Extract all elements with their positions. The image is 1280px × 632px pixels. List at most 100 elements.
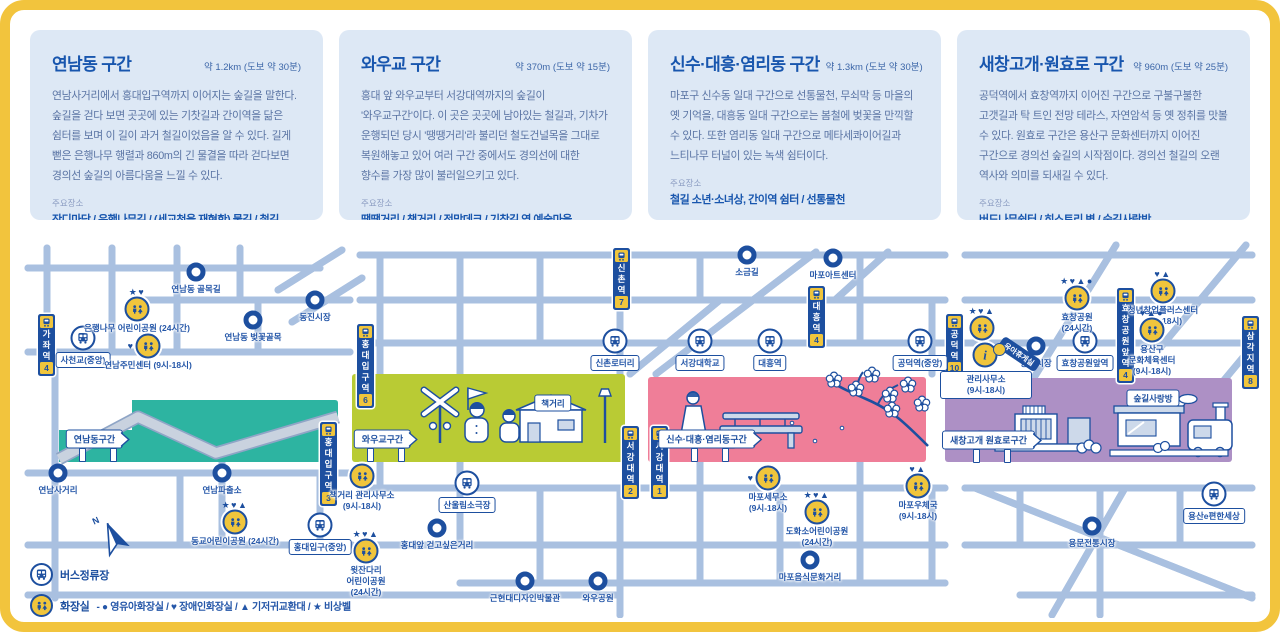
bus-stop-icon: [70, 325, 96, 351]
station-name-char: 역: [42, 351, 51, 361]
plate-label: 책거리: [534, 394, 572, 412]
facility-badges: ♥: [747, 473, 753, 483]
restroom-figures-icon: [977, 323, 988, 333]
places-list: 버드나무쉼터 / 히스토리 벽 / 숲길사랑방: [979, 213, 1151, 220]
toilet-icon: [353, 538, 379, 564]
poi-label: 마포아트센터: [809, 270, 857, 280]
section-sign-board: 새창고개 원효로구간: [941, 430, 1043, 450]
restroom-figures-icon: [230, 517, 241, 527]
places-list: 철길 소년·소녀상, 간이역 쉼터 / 선통물천: [670, 193, 845, 206]
station-name-char: 역: [626, 474, 635, 484]
station-name-char: 강: [626, 452, 635, 462]
train-icon: [1247, 320, 1254, 329]
bus-stop-label: 대흥역: [753, 355, 787, 371]
station-name-char: 공: [950, 329, 959, 339]
station-name-char: 역: [1246, 364, 1255, 374]
facility-badges: ★♥▲: [352, 529, 380, 539]
facility-badges: ♥▲: [909, 464, 927, 474]
poi-dot-icon: [48, 463, 68, 483]
section-sign-label: 와우교구간: [353, 429, 412, 449]
card-title: 새창고개·원효로 구간: [979, 55, 1124, 74]
restroom-label: 마포세무소 (9시-18시): [748, 492, 788, 514]
places-label: 주요장소: [979, 197, 1011, 208]
facility-badges: ★♥▲●: [1060, 276, 1094, 286]
poi-dot-icon: [1026, 336, 1046, 356]
sign-arrow-tip: [121, 431, 131, 447]
restroom-label: 책거리 관리사무소 (9시-18시): [329, 490, 395, 512]
exit-number: 3: [322, 492, 335, 504]
card-title: 연남동 구간: [52, 55, 132, 74]
station-name-char: 역: [617, 285, 626, 295]
card-description: 홍대 앞 와우교부터 서강대역까지의 숲길이 '와우교구간'이다. 이 곳은 곳…: [361, 90, 608, 182]
station-name-char: 입: [361, 361, 370, 371]
poi-dot-icon: [427, 518, 447, 538]
sign-legs: [367, 448, 405, 462]
bus-stop-icon: [757, 328, 783, 354]
compass-needle-icon: [106, 522, 130, 558]
bus-icon: [78, 332, 88, 344]
station-name-char: 각: [1246, 342, 1255, 352]
station-name-char: 공: [1121, 325, 1130, 335]
restroom-figures-icon: [361, 546, 372, 556]
station-name-char: 가: [42, 329, 51, 339]
sign-arrow-tip: [752, 431, 762, 447]
station-name-char: 입: [324, 459, 333, 469]
bus-icon: [610, 335, 620, 347]
legend-toilet-label: 화장실: [60, 600, 90, 613]
bus-icon: [1080, 335, 1090, 347]
toilet-icon: [1139, 317, 1165, 343]
station-name-char: 서: [626, 441, 635, 451]
train-icon: [1122, 292, 1129, 301]
plate-label: 숲길사랑방: [1126, 389, 1180, 407]
station-name-char: 홍: [361, 339, 370, 349]
card-title: 신수·대흥·염리동 구간: [670, 55, 820, 74]
station-name-char: 대: [361, 350, 370, 360]
section-sign-label: 신수·대흥·염리동구간: [658, 429, 755, 449]
exit-number: 4: [810, 334, 823, 346]
bus-stop-icon: [1072, 328, 1098, 354]
bus-icon: [315, 519, 325, 531]
poi-label: 동진시장: [299, 312, 331, 322]
bus-stop-icon: [907, 328, 933, 354]
restroom-figures-icon: [1158, 286, 1169, 296]
restroom-label: 연남주민센터 (9시-18시): [104, 360, 192, 370]
train-icon: [618, 252, 625, 261]
train-icon: [813, 290, 820, 299]
bus-icon: [695, 335, 705, 347]
sign-legs: [691, 448, 729, 462]
train-icon: [951, 318, 958, 327]
facility-badges: ★♥▲: [968, 306, 996, 316]
sign-legs: [973, 449, 1011, 463]
info-icon: i: [972, 342, 998, 368]
restroom-figures-icon: [763, 473, 774, 483]
bus-stop-icon: [30, 563, 53, 586]
bus-stop-label: 홍대입구(중앙): [288, 539, 352, 555]
sinsu-illustration: [680, 366, 931, 449]
card-distance: 약 1.2km (도보 약 30분): [203, 62, 301, 73]
station-name-char: 대: [626, 463, 635, 473]
station-name-char: 지: [1246, 353, 1255, 363]
restroom-label: 효창공원 (24시간): [1061, 312, 1093, 334]
bus-stop-label: 효창공원앞역: [1056, 355, 1114, 371]
trail-map: 가좌역4홍대입구역6홍대입구역3신촌역7서강대역2서강대역1대흥역4공덕역10효…: [20, 238, 1260, 618]
poi-label: 마포음식문화거리: [778, 572, 842, 582]
exit-number: 4: [40, 362, 53, 374]
restroom-figures-icon: [1072, 293, 1083, 303]
bus-icon: [765, 335, 775, 347]
restroom-label: 은행나무 어린이공원 (24시간): [84, 323, 190, 333]
poi-label: 근현대디자인박물관: [489, 593, 561, 603]
restroom-figures-icon: [913, 481, 924, 491]
restroom-label: 청년창업플러스센터 (9시-18시): [1127, 305, 1199, 327]
station-name-char: 구: [361, 372, 370, 382]
station-name-char: 신: [617, 263, 626, 273]
toilet-icon: [969, 315, 995, 341]
sign-arrow-tip: [1033, 432, 1043, 448]
